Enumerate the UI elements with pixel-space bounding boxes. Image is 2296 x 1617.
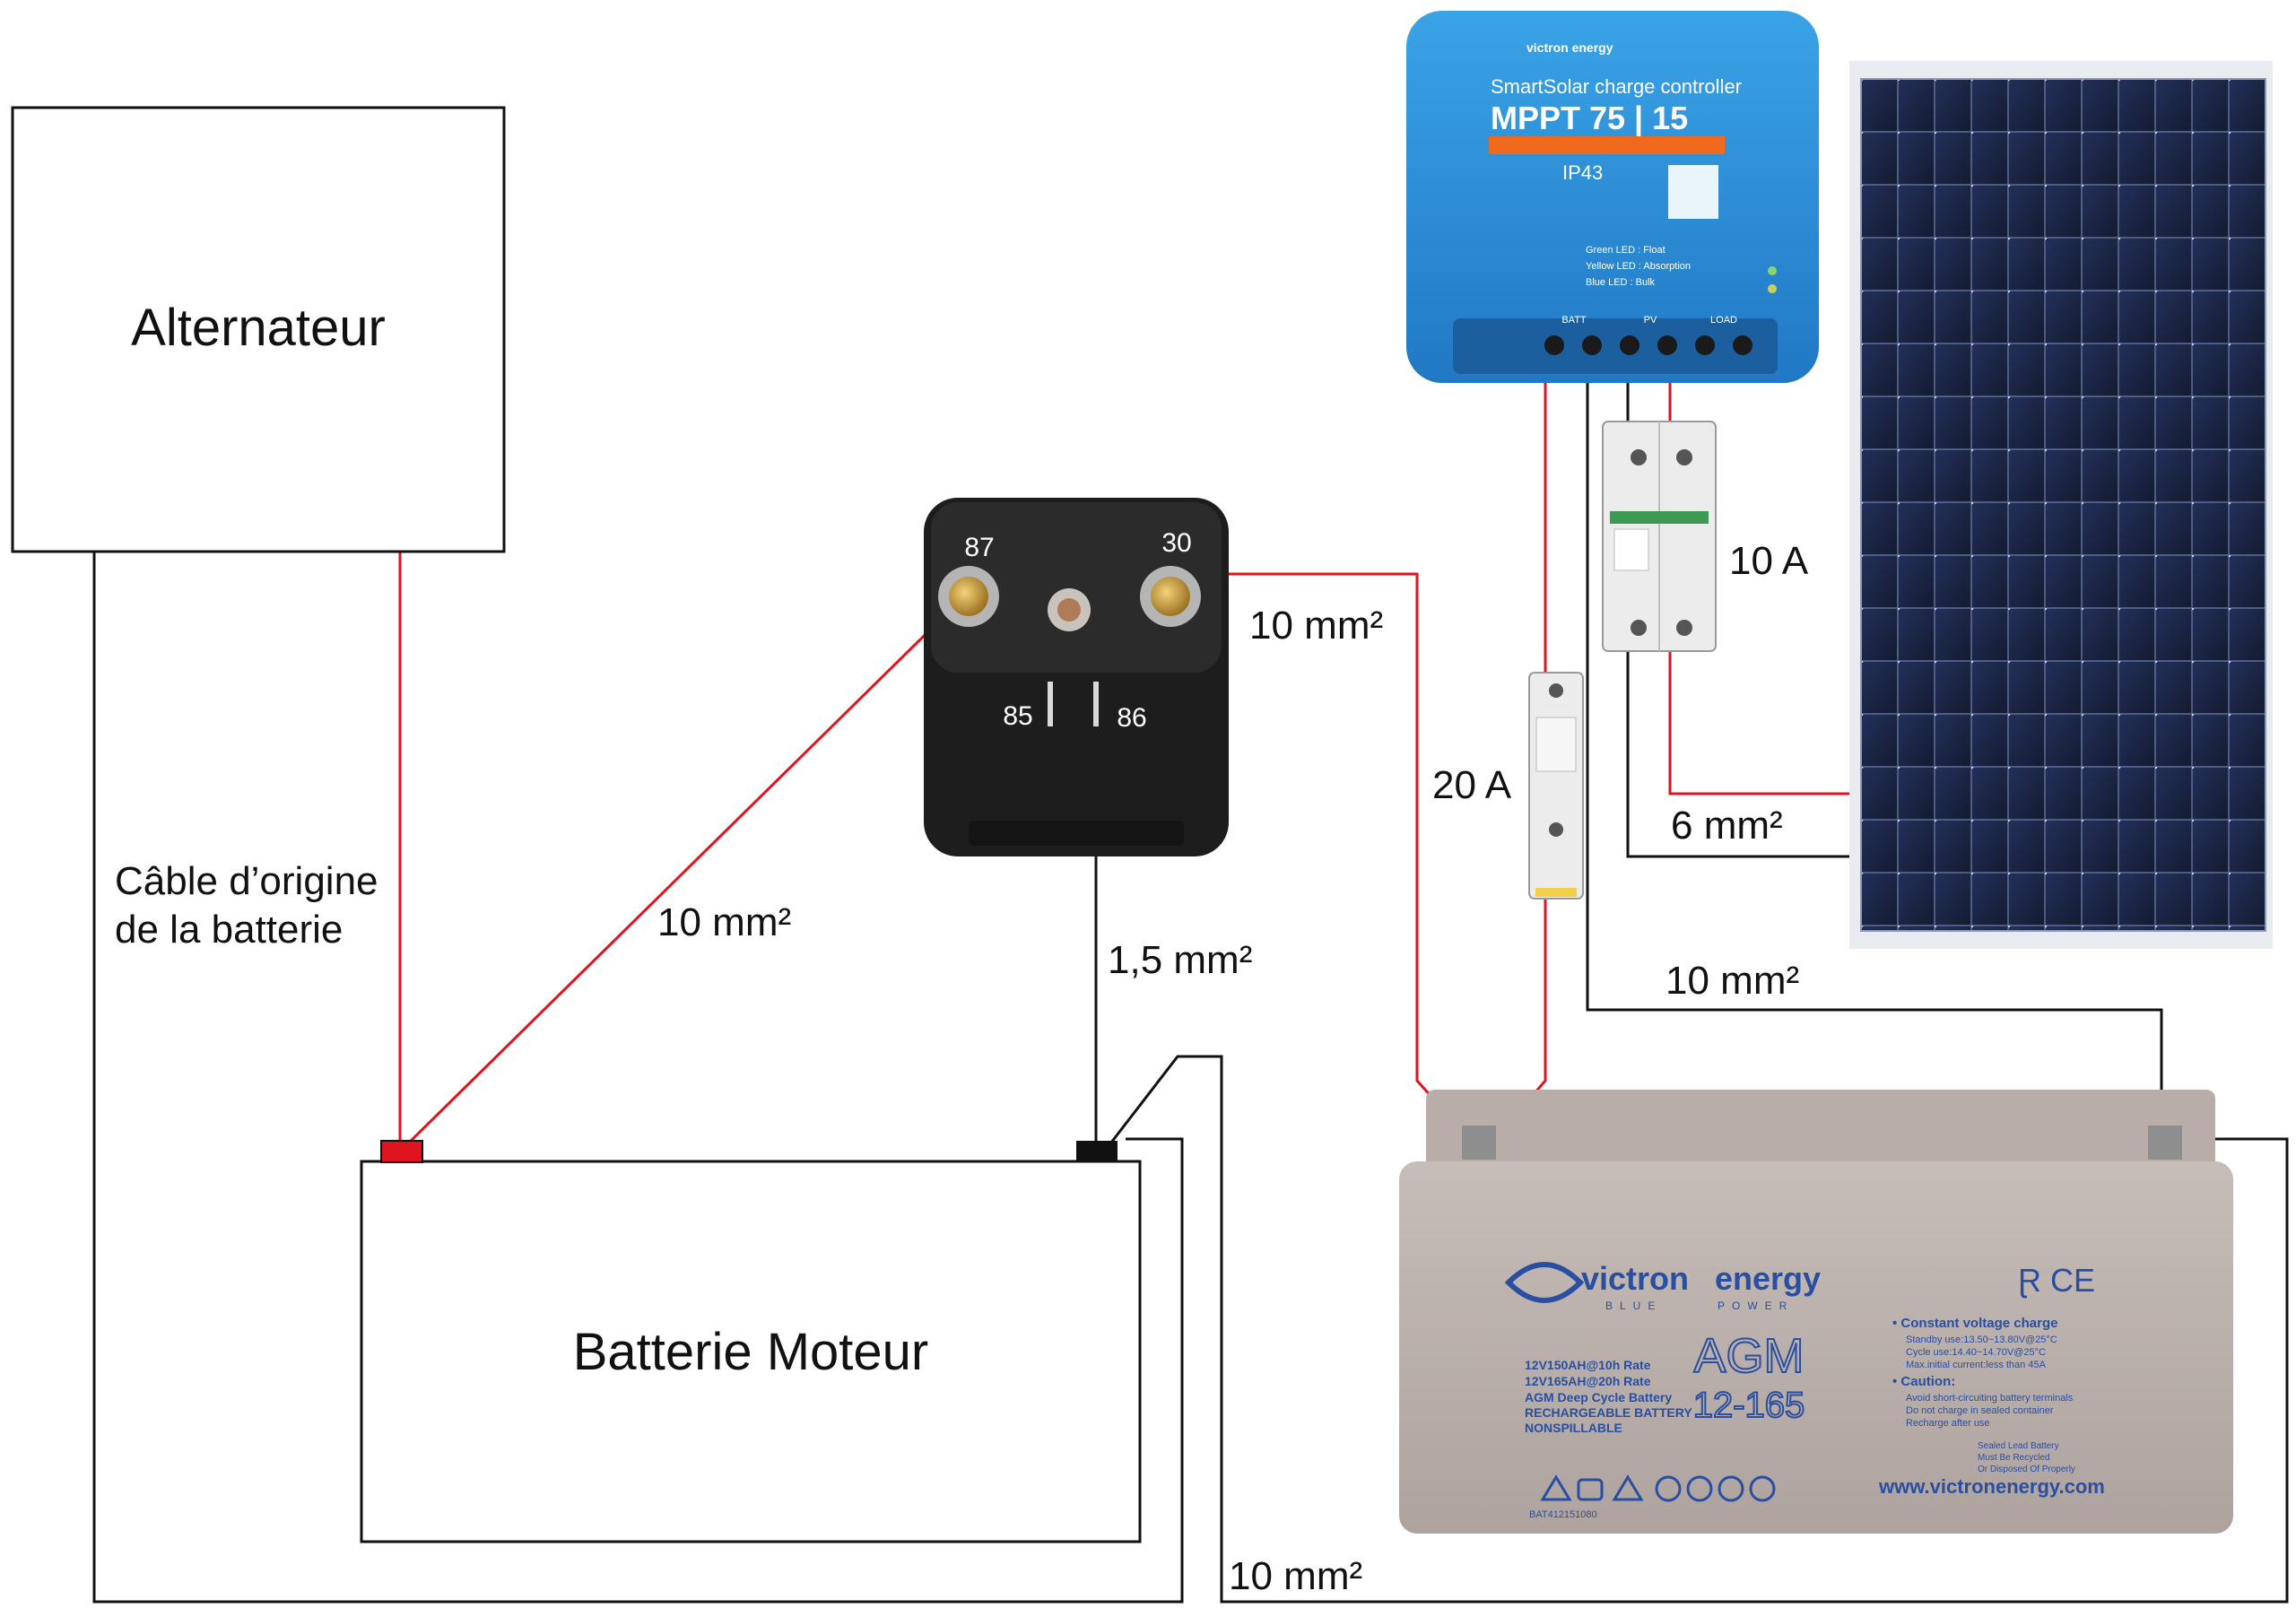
cable-label-origin-line1: Câble d’origine [115, 859, 378, 903]
relay-terminal-87: 87 [964, 533, 994, 562]
screw-terminal-icon [1631, 620, 1647, 636]
cable-label-controller-neg: 10 mm² [1665, 959, 1799, 1003]
screw-terminal-icon [1582, 335, 1602, 355]
ground-wire-alternator-loop [92, 552, 1184, 1604]
agm-website: www.victronenergy.com [1878, 1475, 2105, 1498]
rating-label-pv-breaker: 10 A [1729, 539, 1809, 583]
controller-model: MPPT 75 | 15 [1491, 100, 1688, 137]
controller-ip-rating: IP43 [1562, 161, 1603, 184]
agm-charge-2: Cycle use:14.40~14.70V@25°C [1906, 1347, 2046, 1358]
agm-spec-2: 12V165AH@20h Rate [1525, 1374, 1651, 1388]
agm-brand-left: victron [1581, 1260, 1689, 1297]
agm-spec-4: RECHARGEABLE BATTERY [1525, 1405, 1692, 1420]
agm-caution-title: • Caution: [1892, 1374, 1955, 1389]
screw-terminal-icon [1620, 335, 1639, 355]
victron-logo-icon [1504, 1262, 1585, 1303]
solar-panel [1849, 61, 2273, 949]
controller-led-green: Green LED : Float [1586, 245, 1665, 256]
mppt-charge-controller: victron energy SmartSolar charge control… [1406, 11, 1819, 383]
screw-terminal-icon [1695, 335, 1715, 355]
agm-spec-5: NONSPILLABLE [1525, 1421, 1622, 1435]
agm-tagline-right: POWER [1718, 1300, 1794, 1312]
engine-battery-negative-terminal [1076, 1141, 1118, 1162]
relay-87-wire [406, 590, 970, 1145]
relay-pin-85 [1048, 682, 1053, 726]
qr-code-icon [1668, 165, 1718, 219]
alternator-box: Alternateur [11, 106, 506, 553]
screw-terminal-icon [1676, 620, 1692, 636]
agm-service-battery: victron energy BLUE POWER 12V150AH@10h R… [1399, 1090, 2233, 1534]
agm-spec-1: 12V150AH@10h Rate [1525, 1358, 1651, 1372]
relay-terminal-30: 30 [1161, 528, 1191, 558]
ground-wire-agm-loop [1103, 1055, 2289, 1604]
agm-positive-terminal [1462, 1126, 1496, 1160]
screw-terminal-icon [1544, 335, 1564, 355]
rating-label-battery-fuse: 20 A [1432, 763, 1512, 807]
controller-brand: victron energy [1526, 40, 1613, 55]
coupling-relay: 87 30 85 86 [924, 498, 1229, 856]
wires [92, 369, 2289, 1604]
cable-label-ground-return: 10 mm² [1229, 1554, 1362, 1598]
controller-neg-to-agm-wire [1586, 369, 2163, 1137]
relay-terminal-85: 85 [1003, 701, 1032, 731]
relay-terminal-86: 86 [1117, 703, 1146, 733]
port-label-batt: BATT [1561, 315, 1587, 326]
agm-caution-1: Avoid short-circuiting battery terminals [1906, 1393, 2074, 1404]
relay-stud-30 [1140, 566, 1201, 627]
cable-label-origin-line2: de la batterie [115, 908, 343, 952]
agm-recycle-1: Sealed Lead Battery [1978, 1441, 2059, 1451]
engine-battery-positive-terminal [380, 1140, 423, 1163]
pv-circuit-breaker [1602, 421, 1717, 652]
screw-terminal-icon [1676, 449, 1692, 465]
agm-negative-terminal [2148, 1126, 2182, 1160]
port-label-pv: PV [1644, 315, 1657, 326]
cable-label-relay-87: 10 mm² [657, 900, 791, 944]
port-label-load: LOAD [1710, 315, 1737, 326]
cable-labels: 10 mm² 10 mm² 1,5 mm² Câble d’origine de… [115, 539, 1809, 1598]
engine-battery-label: Batterie Moteur [573, 1323, 929, 1381]
agm-recycle-2: Must Be Recycled [1978, 1453, 2050, 1463]
agm-serial: BAT412151080 [1529, 1509, 1597, 1520]
ul-ce-marks-icon: Ɽ CE [2018, 1262, 2095, 1299]
relay-pin-86 [1093, 682, 1099, 726]
screw-terminal-icon [1733, 335, 1752, 355]
controller-led-yellow: Yellow LED : Absorption [1586, 261, 1691, 272]
agm-caution-3: Recharge after use [1906, 1418, 1990, 1429]
screw-terminal-icon [1657, 335, 1677, 355]
screw-terminal-icon [1631, 449, 1647, 465]
cable-label-pv: 6 mm² [1671, 804, 1783, 848]
screw-terminal-icon [1549, 822, 1563, 837]
agm-charge-3: Max.initial current:less than 45A [1906, 1360, 2047, 1370]
agm-recycle-3: Or Disposed Of Properly [1978, 1465, 2075, 1474]
cable-label-relay-30: 10 mm² [1249, 604, 1383, 648]
controller-subtitle: SmartSolar charge controller [1491, 75, 1742, 98]
status-led-icon [1768, 284, 1777, 293]
agm-charge-1: Standby use:13.50~13.80V@25°C [1906, 1334, 2057, 1345]
engine-battery-box: Batterie Moteur [360, 1140, 1142, 1543]
warning-symbols-icon [1540, 1474, 1776, 1502]
relay-stud-87 [938, 566, 999, 627]
cable-label-relay-86: 1,5 mm² [1108, 938, 1252, 982]
agm-caution-2: Do not charge in sealed container [1906, 1405, 2054, 1416]
alternator-label: Alternateur [131, 299, 386, 357]
agm-model-line1: AGM [1693, 1329, 1804, 1383]
agm-brand-right: energy [1715, 1260, 1821, 1297]
agm-spec-3: AGM Deep Cycle Battery [1525, 1390, 1672, 1404]
screw-terminal-icon [1549, 683, 1563, 698]
battery-fuse-holder [1528, 672, 1584, 900]
status-led-icon [1768, 266, 1777, 275]
agm-model-line2: 12-165 [1693, 1386, 1805, 1425]
agm-charge-title: • Constant voltage charge [1892, 1316, 2057, 1331]
agm-tagline-left: BLUE [1605, 1300, 1662, 1312]
controller-led-blue: Blue LED : Bulk [1586, 277, 1656, 288]
